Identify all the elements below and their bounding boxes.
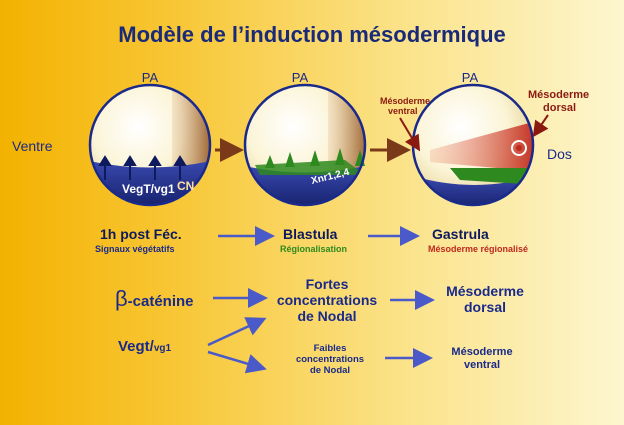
result-ventral: Mésoderme ventral <box>432 346 532 372</box>
arrow-ventral-pointer <box>399 117 421 152</box>
arrow-vegt-to-high <box>207 317 267 347</box>
low-nodal-line2: concentrations <box>295 354 365 365</box>
low-nodal-box: Faibles concentrations de Nodal <box>275 343 385 376</box>
mesoderme-ventral-label-2: ventral <box>388 106 418 116</box>
beta-symbol: β <box>115 286 128 311</box>
embryo-1h: VegT/vg1 CN <box>88 83 212 207</box>
vegt-label-sphere: VegT/vg1 <box>122 182 175 196</box>
beta-catenine-text: -caténine <box>127 293 194 310</box>
result-dorsal-line1: Mésoderme <box>446 283 524 299</box>
arrow-vegt-to-low <box>207 350 267 374</box>
result-ventral-line2: ventral <box>463 359 501 371</box>
pa-label-2: PA <box>291 70 309 85</box>
result-dorsal-line2: dorsal <box>463 299 506 315</box>
vegt-vg1-label: Vegt/vg1 <box>118 338 171 355</box>
pa-label-3: PA <box>461 70 479 85</box>
page-title: Modèle de l’induction mésodermique <box>118 22 506 47</box>
stage-3-sub: Mésoderme régionalisé <box>428 244 529 254</box>
pa-label-1: PA <box>141 70 159 85</box>
vegt-main-text: Vegt/ <box>118 338 154 355</box>
stage-1-name: 1h post Féc. <box>100 226 182 242</box>
embryo-blastula: Xnr1,2,4 <box>243 83 367 207</box>
high-nodal-line1: Fortes <box>305 276 349 292</box>
mesoderme-dorsal-label-2: dorsal <box>543 102 576 114</box>
stage-3-name: Gastrula <box>432 226 489 242</box>
high-nodal-line3: de Nodal <box>297 308 357 324</box>
stage-1-sub: Signaux végétatifs <box>95 244 175 254</box>
low-nodal-line1: Faibles <box>313 343 347 354</box>
low-nodal-line3: de Nodal <box>309 365 351 376</box>
cn-label: CN <box>177 179 194 193</box>
high-nodal-line2: concentrations <box>276 292 378 308</box>
ventre-label: Ventre <box>12 138 53 154</box>
result-dorsal: Mésoderme dorsal <box>430 283 540 315</box>
mesoderme-dorsal-label-1: Mésoderme <box>528 89 589 101</box>
dos-label: Dos <box>547 146 572 162</box>
vegt-sub-text: vg1 <box>153 343 172 354</box>
stage-2-name: Blastula <box>283 226 338 242</box>
arrow-dorsal-pointer <box>532 114 549 138</box>
beta-catenine-label: β-caténine <box>115 286 194 312</box>
high-nodal-box: Fortes concentrations de Nodal <box>262 276 392 324</box>
embryo-gastrula <box>411 83 535 207</box>
mesoderme-ventral-label-1: Mésoderme <box>380 96 430 106</box>
stage-2-sub: Régionalisation <box>280 244 348 254</box>
result-ventral-line1: Mésoderme <box>451 346 513 358</box>
